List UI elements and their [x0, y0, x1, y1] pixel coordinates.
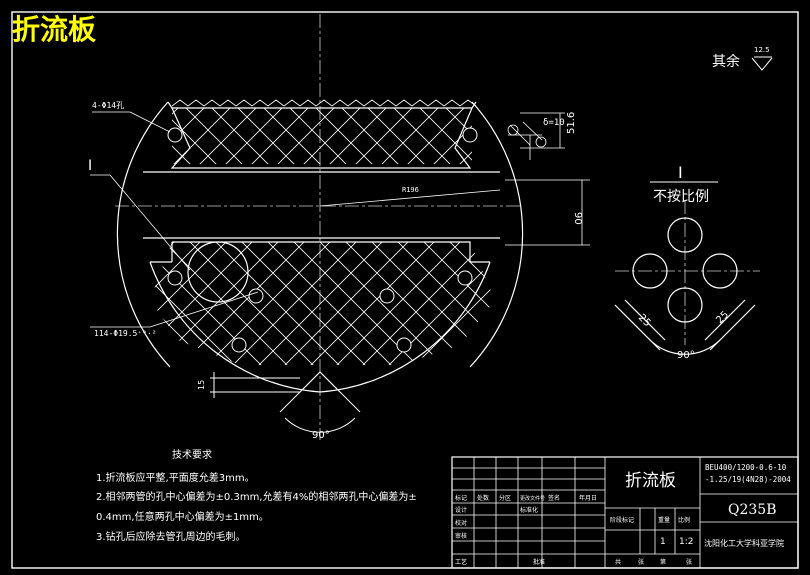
dim-notch-depth: 15	[197, 380, 206, 390]
weld-circle-a	[507, 124, 519, 136]
tb-sheet-label-4: 张	[686, 558, 692, 566]
dim-114-holes: 114-Φ19.5⁺⁰·²	[94, 329, 157, 338]
tb-std: BEU400/1200-0.6-10	[705, 463, 787, 472]
dim-notch-angle: 90°	[312, 430, 330, 441]
dim-radius: R196	[402, 186, 419, 194]
tb-label-approve: 批准	[533, 558, 545, 566]
dim-delta: δ=10	[543, 118, 565, 128]
tech-item-1: 1.折流板应平整,平面度允差3mm。	[96, 471, 255, 484]
tb-name: 折流板	[625, 471, 676, 491]
tb-label-count: 处数	[477, 494, 489, 502]
roughness-label: 其余	[712, 53, 740, 70]
corner-title: 折流板	[12, 13, 96, 46]
tb-sheet-label-3: 第	[660, 558, 666, 566]
leaders	[90, 111, 590, 328]
tb-sheet: 1	[660, 537, 666, 547]
drawing-border	[11, 11, 799, 569]
title-block	[451, 456, 799, 569]
tb-sheet-label-1: 共	[615, 558, 621, 566]
tb-label-change: 更改文件号	[520, 495, 545, 502]
dim-90: 90	[572, 212, 583, 225]
detail-dim-25b: 25	[714, 309, 731, 326]
tb-material: Q235B	[728, 502, 777, 518]
tech-item-4: 3.钻孔后应除去管孔周边的毛刺。	[96, 530, 246, 543]
tb-label-review: 审核	[455, 532, 467, 540]
dim-516: 51.6	[566, 112, 577, 134]
section-mark: I	[88, 158, 92, 174]
detail-note: 不按比例	[653, 189, 709, 205]
tb-label-date: 年月日	[579, 494, 597, 502]
tb-ratio-label-3: 比例	[678, 516, 690, 524]
roughness-value: 12.5	[754, 46, 770, 54]
detail-angle: 90°	[677, 350, 695, 361]
weld-circle-b	[535, 136, 547, 148]
centerlines	[115, 14, 760, 440]
tb-school: 沈阳化工大学科亚学院	[704, 538, 784, 548]
detail-holes	[614, 217, 756, 355]
bottom-notch	[210, 371, 361, 433]
tb-ratio-label-1: 阶段标记	[610, 516, 634, 524]
tb-label-zone: 分区	[499, 494, 511, 502]
tech-item-3: 0.4mm,任意两孔中心偏差为±1mm。	[96, 510, 269, 523]
tb-label-standard: 标准化	[520, 506, 538, 514]
tb-label-mark: 标记	[455, 494, 467, 502]
tb-label-sign: 签名	[548, 494, 560, 502]
upper-tube-zone	[167, 99, 478, 169]
detail-mark: I	[678, 163, 683, 182]
tech-heading: 技术要求	[172, 448, 212, 461]
tb-std2: -1.25/19(4N28)-2004	[705, 475, 791, 484]
tb-label-check: 校对	[455, 519, 467, 527]
tb-scale: 1:2	[679, 537, 693, 547]
detail-dim-25a: 25	[636, 312, 653, 329]
tb-label-process: 工艺	[455, 558, 467, 566]
dim-4-holes: 4-Φ14孔	[92, 101, 124, 110]
tb-ratio-label-2: 重量	[658, 516, 670, 524]
tb-label-design: 设计	[455, 506, 467, 514]
tb-sheet-label-2: 张	[638, 558, 644, 566]
lower-tube-zone	[150, 241, 495, 365]
roughness-symbol	[751, 56, 773, 71]
tech-item-2: 2.相邻两管的孔中心偏差为±0.3mm,允差有4%的相邻两孔中心偏差为±	[96, 490, 417, 503]
